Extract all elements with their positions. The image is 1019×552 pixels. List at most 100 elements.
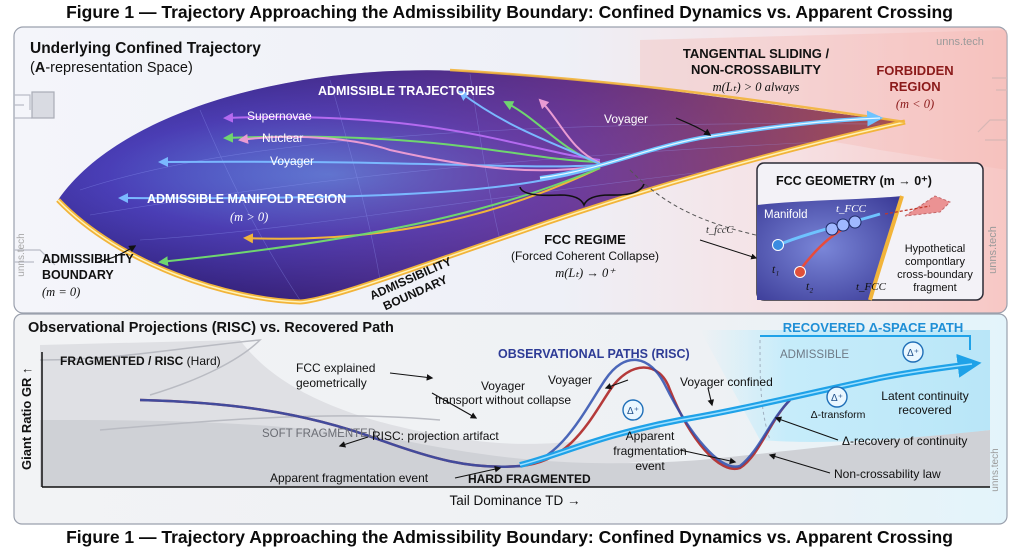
- inset-t1-label: t₁: [772, 264, 779, 276]
- watermark-bottom-right: unns.tech: [990, 448, 1001, 491]
- apparent-event-mid-arrow: [679, 449, 737, 465]
- inset-tfcc-bottom: t_FCC: [856, 281, 887, 293]
- t-fcc-label: t_fccC: [706, 225, 734, 236]
- trajectory-gold: [243, 167, 601, 244]
- forbidden-label-line1: FORBIDDEN: [876, 63, 953, 78]
- soft-fragmented-label: SOFT FRAGMENTED: [262, 428, 376, 440]
- top-panel-title: Underlying Confined Trajectory: [30, 40, 261, 57]
- recovered-delta-path-core: [519, 363, 973, 466]
- forbidden-condition: (m < 0): [896, 97, 934, 111]
- delta-circle-2: [826, 386, 848, 408]
- risc-artifact-arrow: [338, 436, 369, 448]
- nuclear-label: Nuclear: [262, 131, 303, 145]
- tangential-condition: m(Lₜ) > 0 always: [713, 80, 800, 94]
- inset-collapse-circle-1: [825, 222, 839, 236]
- trajectory-pink: [238, 133, 601, 172]
- watermark-top: unns.tech: [936, 36, 984, 48]
- delta-recovery-label: Δ-recovery of continuity: [842, 434, 967, 448]
- hypothetical-line1: Hypothetical: [905, 243, 966, 255]
- hypothetical-line4: fragment: [913, 282, 956, 294]
- watermark-side-right: unns.tech: [987, 226, 999, 274]
- delta-transform-label: Δ-transform: [811, 409, 866, 421]
- recovered-header-bracket: [760, 335, 971, 350]
- manifold-sheen: [58, 70, 905, 302]
- apparent-event-left-arrow: [454, 465, 502, 479]
- manifold-region-label: ADMISSIBLE MANIFOLD REGION: [147, 192, 346, 206]
- voyager-transport-line1: Voyager: [481, 379, 525, 393]
- bottom-panel: Δ⁺ Δ⁺ Δ⁺ Observational Projections (RISC…: [13, 313, 1008, 525]
- delta-circle-1: [622, 399, 644, 421]
- trajectory-upper-blue: [458, 90, 601, 165]
- recovered-path-label: RECOVERED Δ-SPACE PATH: [783, 320, 964, 335]
- fcc-regime-sub: (Forced Coherent Collapse): [511, 249, 659, 263]
- inset-t2-label: t₂: [806, 281, 813, 293]
- fcc-geometry-inset: FCC GEOMETRY (m → 0⁺) Manifold t₁ t₂ t_F…: [756, 162, 984, 301]
- supernovae-label: Supernovae: [247, 109, 312, 123]
- voyager-transport-line2: transport without collapse: [435, 393, 571, 407]
- trajectory-supernovae: [223, 112, 601, 161]
- non-crossability-label: Non-crossability law: [834, 467, 941, 481]
- apparent-event-left-label: Apparent fragmentation event: [270, 471, 429, 485]
- latent-line1: Latent continuity: [881, 389, 968, 403]
- delta-circle-1-label: Δ⁺: [627, 406, 639, 417]
- circuit-decoration-right: [977, 77, 1007, 141]
- inset-connector: [629, 169, 761, 237]
- apparent-event-mid-line2: fragmentation: [613, 444, 686, 458]
- inset-collapse-circle-3: [848, 215, 862, 229]
- admissibility-boundary-label-line1: ADMISSIBILITY: [42, 252, 134, 266]
- hypothetical-fragment: [904, 195, 951, 217]
- hypothetical-line2: compontlary: [905, 256, 965, 268]
- voyager-transport-arrow: [431, 392, 478, 419]
- figure-caption: Figure 1 — Trajectory Approaching the Ad…: [66, 527, 953, 547]
- admissibility-boundary-label-line2: BOUNDARY: [42, 268, 114, 282]
- voyager-top-arrow: [675, 117, 712, 136]
- trajectory-upper-pink: [538, 98, 601, 164]
- boundary-label-arrow: [97, 245, 137, 263]
- bottom-annotation-arrows: [338, 372, 839, 479]
- bottom-panel-title: Observational Projections (RISC) vs. Rec…: [28, 320, 394, 336]
- top-panel-subtitle: (A-representation Space): [30, 60, 193, 76]
- trajectory-lower-green: [158, 167, 601, 267]
- risc-artifact-label: RISC: projection artifact: [372, 429, 499, 443]
- voyager-confined-arrow: [707, 387, 715, 407]
- admissibility-boundary-highlight: [57, 121, 906, 303]
- voyager-peak-arrow: [604, 379, 629, 390]
- trajectory-bundle: [118, 90, 601, 267]
- voyager-top-label: Voyager: [604, 112, 648, 126]
- fcc-regime-label: FCC REGIME: [544, 232, 626, 247]
- voyager-confined-label: Voyager confined: [680, 375, 773, 389]
- delta-circle-3-label: Δ⁺: [907, 348, 919, 359]
- circuit-decoration-left: [14, 91, 56, 266]
- voyager-sliding-core: [539, 117, 881, 179]
- band-curve-1: [39, 339, 262, 396]
- fcc-explained-line2: geometrically: [296, 376, 367, 390]
- fcc-explained-line1: FCC explained: [296, 361, 375, 375]
- top-panel: Underlying Confined Trajectory (A-repres…: [13, 26, 1008, 314]
- delta-circle-3: [902, 341, 924, 363]
- inset-manifold-surface: [757, 196, 902, 300]
- trajectory-voyager-left: [158, 156, 601, 168]
- x-axis-label: Tail Dominance TD →: [449, 493, 580, 508]
- figure-title: Figure 1 — Trajectory Approaching the Ad…: [66, 2, 953, 22]
- inset-collapse-circle-2: [836, 218, 850, 232]
- admissible-trajectories-label: ADMISSIBLE TRAJECTORIES: [318, 84, 495, 98]
- inset-boundary: [868, 195, 904, 301]
- hard-fragmented-label: HARD FRAGMENTED: [468, 472, 591, 486]
- observational-paths-label: OBSERVATIONAL PATHS (RISC): [498, 347, 690, 361]
- admissible-label: ADMISSIBLE: [780, 349, 849, 361]
- fcc-regime-bracket: [519, 183, 645, 208]
- delta-circle-2-label: Δ⁺: [831, 393, 843, 404]
- inset-manifold-label: Manifold: [764, 209, 807, 221]
- apparent-event-mid-line3: event: [635, 459, 665, 473]
- fcc-regime-condition: m(Lₜ) → 0⁺: [555, 266, 616, 280]
- latent-line2: recovered: [898, 403, 951, 417]
- fragment-dashed-path: [884, 205, 931, 215]
- fragmented-label: FRAGMENTED / RISC (Hard): [60, 354, 221, 368]
- voyager-left-label: Voyager: [270, 154, 314, 168]
- tangential-label-line2: NON-CROSSABILITY: [691, 62, 821, 77]
- inset-point-t1: [772, 239, 784, 251]
- forbidden-region-area: [640, 30, 1007, 170]
- hypothetical-line3: cross-boundary: [897, 269, 973, 281]
- risc-blue-path: [139, 358, 791, 468]
